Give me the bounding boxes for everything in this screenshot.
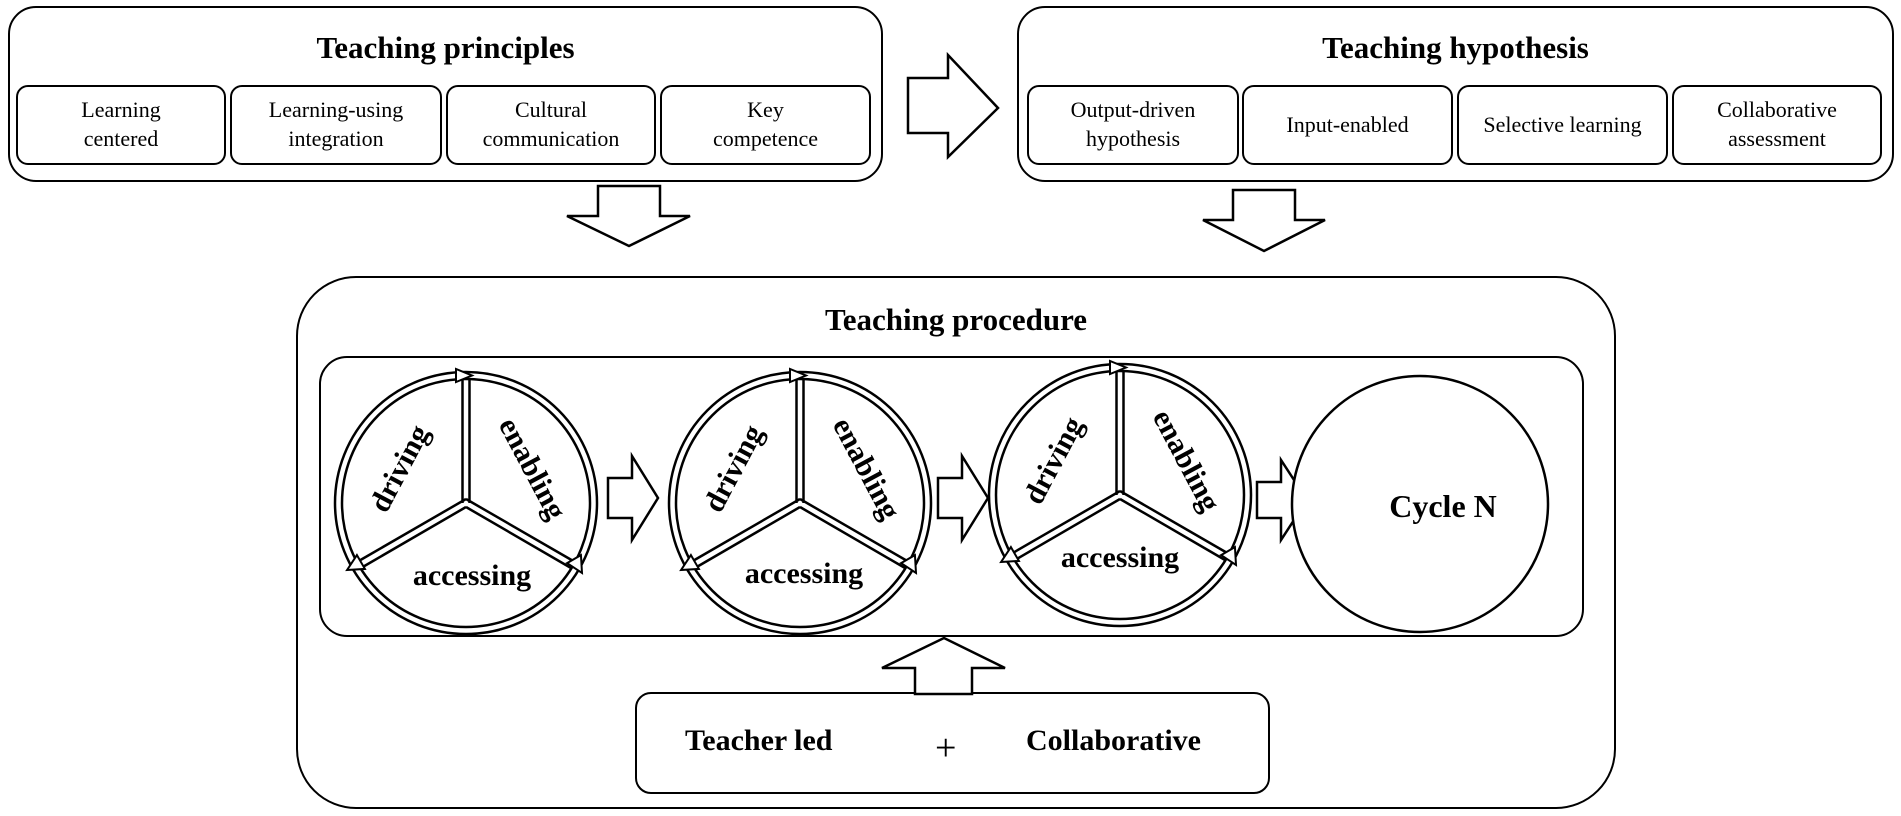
arrow-cycle-1-to-2 xyxy=(606,451,660,545)
collaborative-label: Collaborative xyxy=(1026,724,1201,757)
teaching-hypothesis-box: Teaching hypothesis Output-driven hypoth… xyxy=(1017,6,1894,182)
teaching-principles-title: Teaching principles xyxy=(316,30,575,65)
plus-sign: + xyxy=(935,727,957,769)
teaching-principles-box: Teaching principles Learning centered Le… xyxy=(8,6,883,182)
cycle-1: driving enabling accessing xyxy=(333,367,599,636)
hypothesis-input-enabled: Input-enabled xyxy=(1242,85,1453,165)
cycle-1-accessing: accessing xyxy=(413,559,531,592)
cycle-3: driving enabling accessing xyxy=(987,359,1253,628)
cycle-2-accessing: accessing xyxy=(745,557,863,590)
arrow-cycle-2-to-3 xyxy=(936,451,990,545)
arrow-principles-to-hypothesis xyxy=(906,51,1000,160)
teaching-procedure-title: Teaching procedure xyxy=(824,302,1088,337)
cycle-n-label: Cycle N xyxy=(1389,488,1497,524)
principle-learning-centered: Learning centered xyxy=(16,85,226,165)
arrow-mode-up xyxy=(881,636,1006,696)
cycle-3-accessing: accessing xyxy=(1061,541,1179,574)
teacher-led-label: Teacher led xyxy=(685,724,833,757)
hypothesis-collaborative-assessment: Collaborative assessment xyxy=(1672,85,1882,165)
principle-cultural-communication: Cultural communication xyxy=(446,85,656,165)
arrow-principles-down xyxy=(566,184,691,248)
arrow-hypothesis-down xyxy=(1202,188,1326,253)
principle-learning-using-integration: Learning-using integration xyxy=(230,85,442,165)
principle-key-competence: Key competence xyxy=(660,85,871,165)
teaching-mode-box xyxy=(635,692,1270,794)
cycle-n-circle xyxy=(1290,374,1550,634)
teaching-hypothesis-title: Teaching hypothesis xyxy=(1322,30,1589,65)
cycle-2: driving enabling accessing xyxy=(667,367,933,636)
hypothesis-selective-learning: Selective learning xyxy=(1457,85,1668,165)
hypothesis-output-driven: Output-driven hypothesis xyxy=(1027,85,1239,165)
